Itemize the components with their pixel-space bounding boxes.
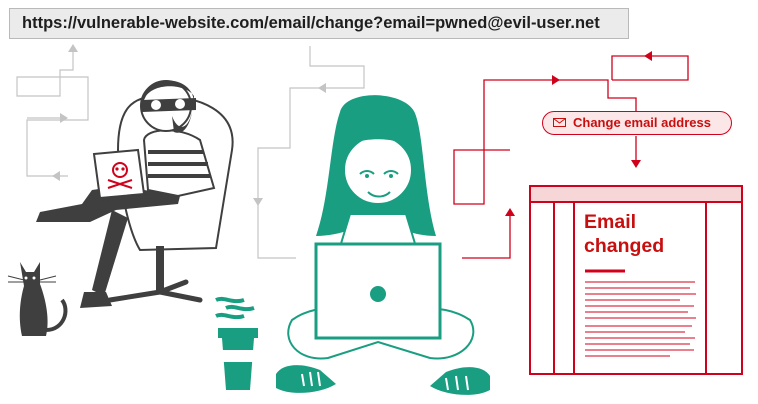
attacker-mask	[142, 98, 196, 112]
attacker-beard	[172, 112, 192, 133]
flow-arrowheads	[52, 44, 326, 206]
attacker-shoe	[80, 292, 112, 308]
request-flow-arrowheads	[505, 51, 652, 216]
laptop-logo-icon	[370, 286, 386, 302]
attacker-hair	[142, 80, 194, 104]
victim-face	[343, 135, 413, 205]
victim-shoe-right	[430, 367, 490, 395]
coffee-cup	[215, 296, 258, 390]
document-heading-line1: Email	[584, 211, 637, 233]
chair-base	[107, 279, 203, 303]
chair-stem	[156, 246, 164, 294]
victim-figure	[276, 95, 490, 395]
skull-crossbones-icon	[107, 162, 133, 189]
change-email-request-label: Change email address	[542, 111, 732, 135]
attacker-figure	[36, 80, 234, 308]
server-document	[529, 185, 743, 375]
cat-figure	[7, 262, 68, 336]
attacker-flow-lines	[16, 46, 365, 259]
envelope-icon	[553, 118, 566, 127]
document-heading: Email changed	[584, 210, 704, 258]
request-flow-lines	[453, 55, 689, 259]
document-heading-line2: changed	[584, 235, 665, 257]
url-bar: https://vulnerable-website.com/email/cha…	[9, 8, 629, 39]
change-email-label-text: Change email address	[573, 115, 711, 130]
victim-shoe-left	[276, 365, 336, 393]
